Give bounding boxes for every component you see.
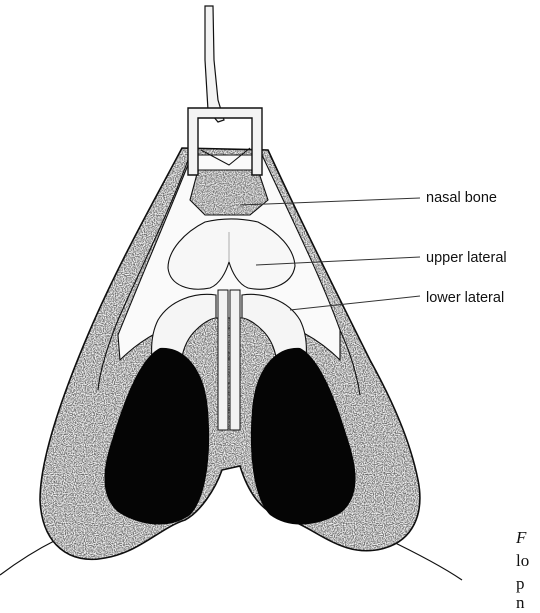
caption-fragment: F (516, 528, 526, 548)
label-upper-lateral: upper lateral (426, 250, 507, 266)
retractor-handle (205, 6, 224, 122)
caption-fragment: n (516, 593, 525, 613)
septum-post-right (230, 290, 240, 430)
septum-post-left (218, 290, 228, 430)
label-lower-lateral: lower lateral (426, 290, 504, 306)
label-nasal-bone: nasal bone (426, 190, 497, 206)
caption-fragment: p (516, 574, 525, 594)
face-contour-right (385, 538, 462, 580)
caption-fragment: lo (516, 551, 529, 571)
face-contour-left (0, 540, 56, 575)
nasal-bone-stipple (190, 170, 268, 215)
